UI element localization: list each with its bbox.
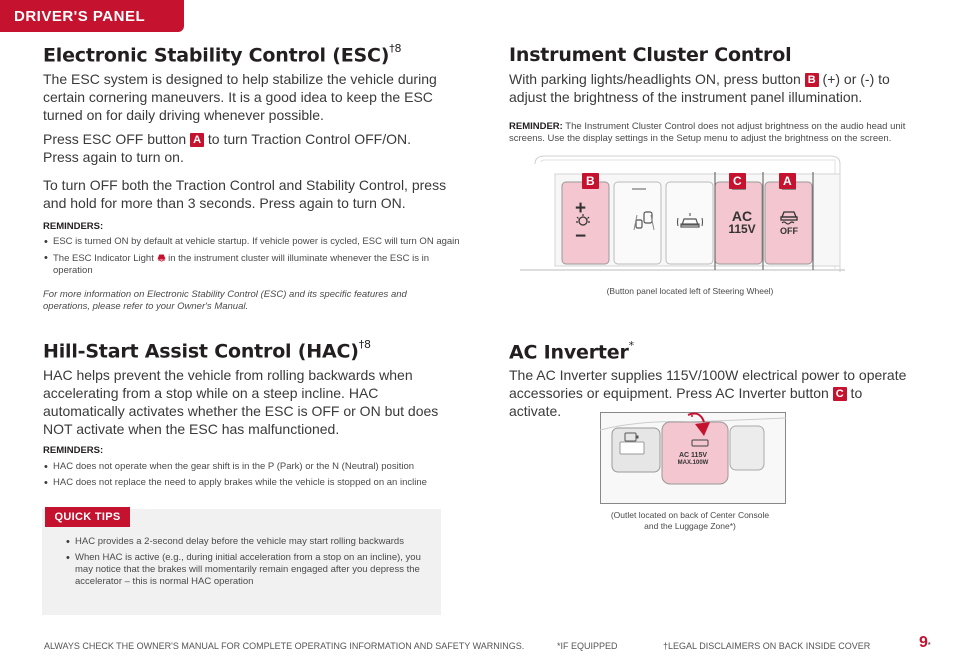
arrow-down-icon xyxy=(691,415,693,417)
parking-assist-icon xyxy=(676,213,704,228)
cluster-title: Instrument Cluster Control xyxy=(509,44,792,66)
hac-reminders-list: HAC does not operate when the gear shift… xyxy=(43,461,463,493)
brightness-plus-label: + xyxy=(575,198,587,219)
esc-title: Electronic Stability Control (ESC)†8 xyxy=(43,42,402,67)
esc-off-icon xyxy=(780,211,798,225)
footer-if-equipped: *IF EQUIPPED xyxy=(557,641,618,651)
ac-115v-label: 115V xyxy=(728,222,756,236)
outlet-label-line2: MAX.100W xyxy=(677,460,709,466)
esc-reminder-item: ESC is turned ON by default at vehicle s… xyxy=(43,236,463,248)
button-c-badge: C xyxy=(832,387,847,401)
callout-a: A xyxy=(779,173,796,189)
ac-outlet-caption: (Outlet located on back of Center Consol… xyxy=(610,510,770,531)
quick-tips-label: QUICK TIPS xyxy=(45,507,130,527)
esc-paragraph-1: The ESC system is designed to help stabi… xyxy=(43,71,437,123)
esc-indicator-icon xyxy=(157,253,166,264)
esc-reminders-label: REMINDERS: xyxy=(43,221,104,232)
esc-paragraph-3: To turn OFF both the Traction Control an… xyxy=(43,177,447,211)
footer-legal: †LEGAL DISCLAIMERS ON BACK INSIDE COVER xyxy=(663,641,871,651)
ac-inverter-title: AC Inverter* xyxy=(509,339,634,364)
brightness-minus-label: − xyxy=(575,226,587,247)
ac-inverter-paragraph: The AC Inverter supplies 115V/100W elect… xyxy=(509,367,907,419)
button-panel-caption: (Button panel located left of Steering W… xyxy=(606,286,774,296)
cluster-reminder: REMINDER: The Instrument Cluster Control… xyxy=(509,121,906,144)
footer-warning: ALWAYS CHECK THE OWNER'S MANUAL FOR COMP… xyxy=(44,641,525,651)
button-b-badge: B xyxy=(804,73,819,87)
hac-reminder-item: HAC does not operate when the gear shift… xyxy=(43,461,463,473)
cluster-paragraph: With parking lights/headlights ON, press… xyxy=(509,71,890,105)
quick-tips-list: HAC provides a 2-second delay before the… xyxy=(65,536,430,592)
esc-off-label: OFF xyxy=(780,226,798,236)
hac-reminder-item: HAC does not replace the need to apply b… xyxy=(43,477,463,489)
esc-more-info-note: For more information on Electronic Stabi… xyxy=(43,289,407,312)
hac-title: Hill-Start Assist Control (HAC)†8 xyxy=(43,338,371,363)
lane-assist-icon xyxy=(633,211,655,231)
page-number: 9* xyxy=(919,634,931,651)
button-a-badge: A xyxy=(190,133,205,147)
esc-reminder-item: The ESC Indicator Light in the instrumen… xyxy=(43,252,463,277)
quick-tip-item: HAC provides a 2-second delay before the… xyxy=(65,536,430,548)
brightness-icon xyxy=(576,214,590,226)
callout-b: B xyxy=(582,173,599,189)
ac-outlet-illustration xyxy=(600,412,786,504)
callout-c: C xyxy=(729,173,746,189)
hac-reminders-label: REMINDERS: xyxy=(43,445,104,456)
ac-button-label: AC xyxy=(731,208,753,224)
outlet-label-line1: AC 115V xyxy=(678,452,708,459)
esc-paragraph-2: Press ESC OFF button A to turn Traction … xyxy=(43,131,411,165)
section-tab: DRIVER'S PANEL xyxy=(0,0,184,32)
hac-paragraph: HAC helps prevent the vehicle from rolli… xyxy=(43,367,439,437)
quick-tip-item: When HAC is active (e.g., during initial… xyxy=(65,552,430,588)
esc-reminders-list: ESC is turned ON by default at vehicle s… xyxy=(43,236,463,281)
power-outlet-icon xyxy=(624,432,639,442)
